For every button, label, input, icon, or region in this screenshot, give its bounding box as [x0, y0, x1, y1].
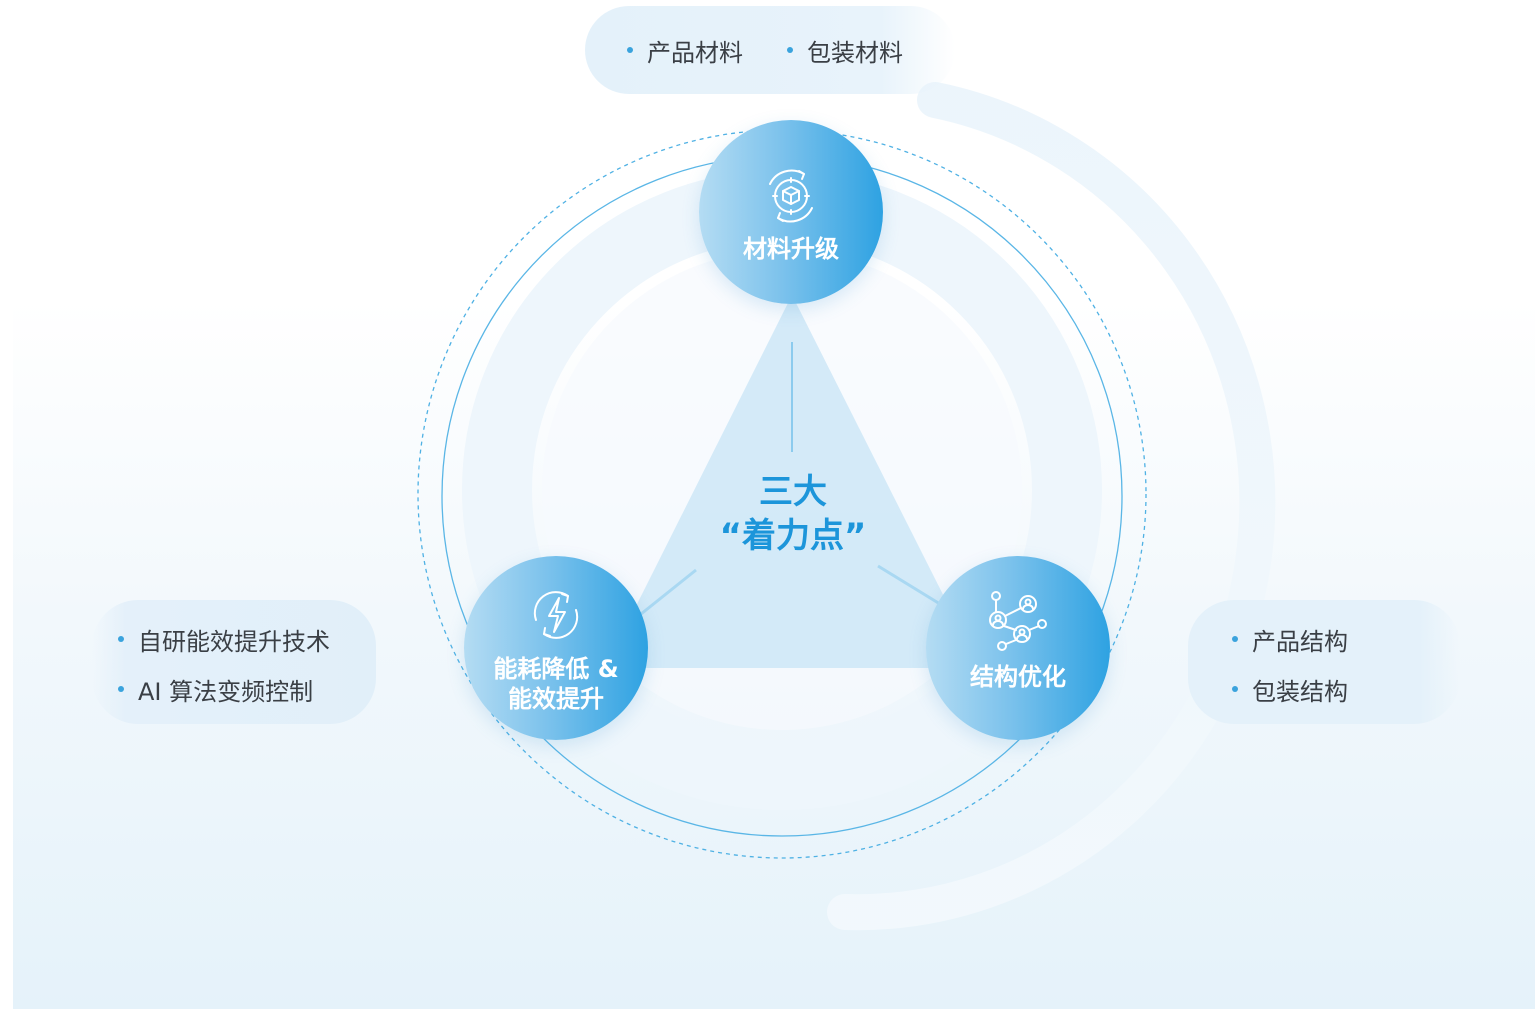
bullet-icon [627, 47, 633, 53]
bullet-icon [787, 47, 793, 53]
bullet-icon [1232, 636, 1238, 642]
node-left-label: 能耗降低 & 能效提升 [493, 654, 618, 714]
pill-left: 自研能效提升技术 AI 算法变频控制 [92, 600, 376, 724]
pill-right-item-1: 产品结构 [1252, 627, 1348, 656]
list-item: 产品结构 [1232, 620, 1460, 658]
connector-right [877, 564, 941, 606]
center-title-line1: 三大 [759, 472, 827, 512]
center-title-line2: “着力点” [719, 516, 867, 556]
pill-left-item-1: 自研能效提升技术 [138, 627, 330, 656]
pill-top-item-2: 包装材料 [807, 38, 903, 67]
node-right-label: 结构优化 [970, 663, 1066, 691]
node-top-label: 材料升级 [743, 235, 839, 263]
center-title: 三大 “着力点” [693, 470, 893, 558]
connector-left [635, 568, 697, 620]
bullet-icon [1232, 686, 1238, 692]
list-item: 包装材料 [787, 31, 903, 69]
pill-right-item-2: 包装结构 [1252, 677, 1348, 706]
bullet-icon [118, 636, 124, 642]
pill-top-item-1: 产品材料 [647, 38, 743, 67]
list-item: 包装结构 [1232, 670, 1460, 708]
center-triangle [605, 295, 980, 668]
node-material-upgrade: 材料升级 [699, 120, 883, 304]
node-structure: 结构优化 [926, 556, 1110, 740]
bullet-icon [118, 686, 124, 692]
list-item: 自研能效提升技术 [118, 620, 376, 658]
node-energy: 能耗降低 & 能效提升 [464, 556, 648, 740]
node-left-label-line2: 能效提升 [507, 685, 604, 713]
network-people-icon [986, 590, 1050, 652]
pill-left-item-2: AI 算法变频控制 [138, 677, 314, 706]
list-item: AI 算法变频控制 [118, 670, 376, 708]
node-left-label-line1: 能耗降低 & [493, 655, 619, 683]
gear-cube-icon [758, 168, 824, 224]
pill-right: 产品结构 包装结构 [1188, 600, 1460, 724]
pill-top: 产品材料 包装材料 [585, 6, 955, 94]
energy-bolt-icon [526, 586, 586, 644]
list-item: 产品材料 [627, 31, 743, 69]
outer-arc [827, 82, 1276, 931]
